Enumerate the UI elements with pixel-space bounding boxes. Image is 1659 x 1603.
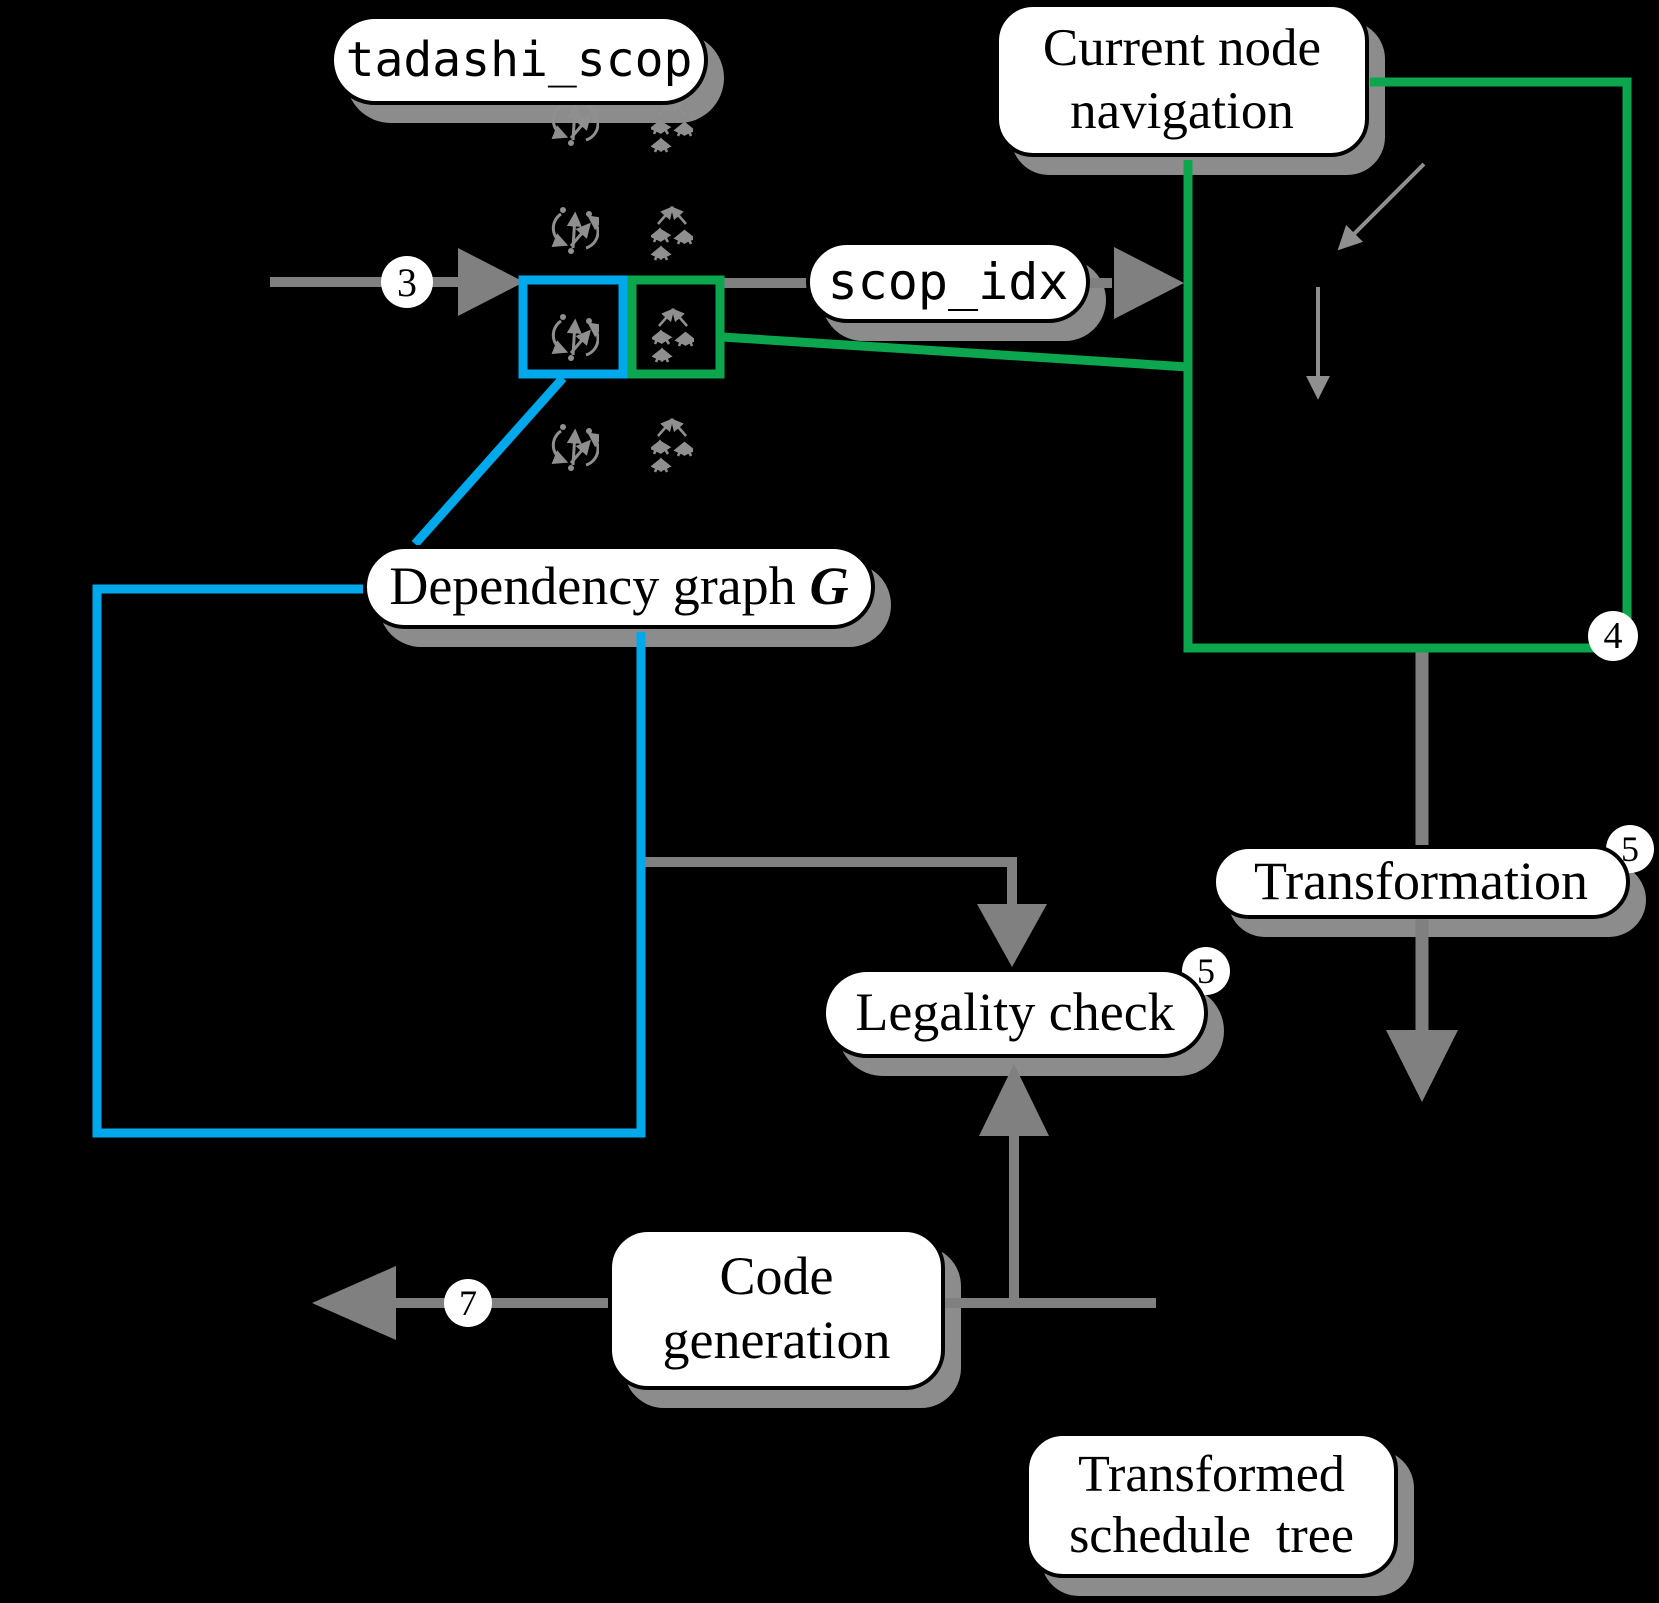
schedule-tree-icon <box>654 209 691 260</box>
scop-idx-text: scop_idx <box>827 252 1069 311</box>
navigate-diagonal-arrow <box>1337 162 1426 251</box>
transformation-label: Transformation <box>1212 845 1630 919</box>
current-node-navigation-line1: Current node <box>1042 19 1322 78</box>
output-arrowhead <box>312 1266 396 1340</box>
transformation-text: Transformation <box>1254 851 1588 912</box>
schedule-tree-highlight-box <box>627 275 725 379</box>
input-arrowhead <box>458 248 524 316</box>
schedule-tree-icon <box>655 311 692 362</box>
dependency-graph-icon <box>553 207 598 254</box>
scop-idx-label: scop_idx <box>806 241 1090 323</box>
dependency-to-legality-line <box>644 857 1017 906</box>
current-node-navigation-line2: navigation <box>1070 82 1294 140</box>
blue-callout-line <box>411 375 567 547</box>
dependency-graph-icon <box>553 424 598 471</box>
legality-check-label: Legality check <box>822 968 1208 1058</box>
dependency-graph-label: Dependency graph G <box>363 545 875 629</box>
dependency-graph-highlight-box <box>518 275 628 379</box>
schedule-tree-icon <box>654 421 691 472</box>
green-callout-line <box>721 332 1189 372</box>
transformed-schedule-tree-line1: Transformed <box>1078 1445 1345 1503</box>
current-node-navigation-label: Current node navigation <box>995 3 1369 157</box>
transformation-arrowhead <box>1386 1030 1458 1102</box>
tadashi-scop-label: tadashi_scop <box>330 15 708 105</box>
transformed-schedule-tree-line2: schedule tree <box>1069 1507 1354 1564</box>
transformed-schedule-tree-label: Transformed schedule tree <box>1025 1432 1398 1578</box>
code-generation-label: Code generation <box>608 1228 945 1390</box>
step-badge-3: 3 <box>381 256 433 308</box>
scop-idx-arrowhead <box>1114 247 1184 319</box>
tadashi-scop-text: tadashi_scop <box>345 31 693 88</box>
code-generation-line1: Code <box>719 1246 834 1307</box>
step-badge-7: 7 <box>444 1279 492 1327</box>
dependency-graph-text: Dependency graph <box>389 556 796 617</box>
legality-check-text: Legality check <box>855 982 1175 1043</box>
step-badge-4: 4 <box>1588 611 1638 661</box>
dependency-graph-icon <box>553 314 598 361</box>
code-generation-line2: generation <box>662 1310 891 1370</box>
dependency-graph-variable: G <box>809 556 849 617</box>
dependency-blue-frame <box>92 584 646 1138</box>
legality-down-arrowhead <box>977 904 1047 967</box>
